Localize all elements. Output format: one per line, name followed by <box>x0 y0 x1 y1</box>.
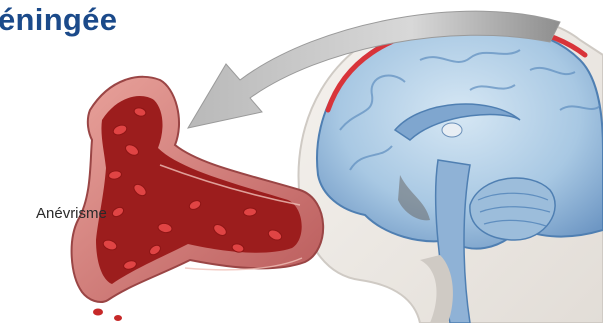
page-title: éningée <box>0 4 117 35</box>
aneurysm-label: Anévrisme <box>36 206 107 221</box>
